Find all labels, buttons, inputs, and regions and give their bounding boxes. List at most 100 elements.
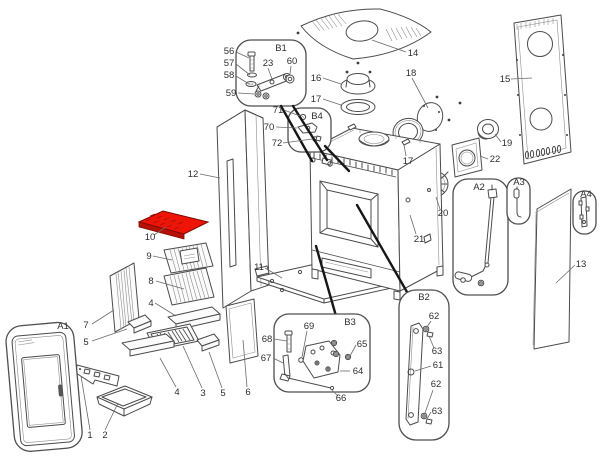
part-22-flange-plate [451,137,483,178]
leader-65 [349,344,357,357]
part-10-baffle-plate-highlighted[interactable] [137,210,210,240]
screw-dot [345,70,349,74]
leader-58 [235,75,250,85]
leader-63 [428,335,435,349]
part-17-ring-upper [340,99,376,115]
bolt-68-head [284,330,293,336]
leader-68 [273,338,288,342]
part-label-3: 3 [200,388,205,399]
part-label-13: 13 [576,259,587,270]
part-label-23: 23 [263,58,274,69]
screw-62-top [422,325,430,333]
leader-5 [91,328,128,342]
leader-57 [235,63,251,76]
leader-9 [152,255,173,261]
leader-59 [237,92,255,95]
part-label-71: 71 [273,105,284,116]
leader-6 [242,339,248,388]
leader-2 [104,402,119,431]
part-label-63: 63 [432,346,443,357]
leader-72 [282,138,313,144]
group-label-B2: B2 [418,292,430,303]
part-label-9: 9 [146,251,151,262]
rod-66 [284,373,332,389]
leader-22 [479,155,489,160]
capsule-a4-bracket [572,190,597,235]
screw-62-bottom [420,412,428,420]
leader-5 [208,351,223,389]
nut-63-bottom [425,418,433,425]
capsule-b1-latch-detail [235,39,307,107]
leader-66 [329,387,339,397]
group-label-A4: A4 [580,189,592,200]
part-2-ash-pan [96,385,153,417]
leader-lines [80,39,576,431]
screw-69 [298,357,304,363]
nut-60 [285,74,295,84]
part-label-21: 21 [414,234,425,245]
screw-dot [296,31,300,35]
part-15-rear-panel [513,14,572,165]
leader-21 [409,214,417,235]
part-label-5: 5 [83,337,88,348]
leader-15 [510,77,533,80]
part-label-5: 5 [220,388,225,399]
group-label-A1: A1 [57,321,69,332]
leader-8 [155,280,185,290]
part-label-67: 67 [261,353,272,364]
leader-16 [322,77,342,85]
leader-10 [153,226,167,236]
screw-dot [435,95,439,99]
leader-19 [494,133,502,143]
screw-dot [356,61,360,65]
part-6-rear-brick-panel [225,298,259,364]
part-9-brick-panel-upper [163,242,214,274]
part-4-brick-lower [121,333,175,357]
part-label-63: 63 [432,406,443,417]
leader-14 [371,39,407,53]
nut-65 [330,339,338,347]
washer-58 [245,81,257,87]
part-label-6: 6 [245,387,250,398]
part-8-brick-panel-lower [163,267,215,306]
part-label-4: 4 [174,387,179,398]
part-label-57: 57 [224,58,235,69]
part-label-22: 22 [490,154,501,165]
screw-dots [296,31,462,122]
group-label-B4: B4 [311,111,323,122]
part-label-8: 8 [148,276,153,287]
part-label-62: 62 [429,311,440,322]
leader-12 [199,173,221,179]
part-label-64: 64 [353,366,364,377]
leader-7 [91,309,115,325]
leader-69 [301,330,308,358]
leader-11 [264,267,283,279]
capsule-a1-door [5,321,83,452]
leader-61 [414,365,432,372]
leader-62 [426,320,432,328]
part-14-top-plate [300,8,432,60]
leader-13 [555,264,576,284]
group-label-A3: A3 [513,177,525,188]
leader-63 [426,411,432,420]
part-16-flue-collar [340,73,376,95]
screw-dot [368,70,372,74]
leader-4 [154,302,177,317]
part-label-12: 12 [188,169,199,180]
part-label-59: 59 [226,88,237,99]
part-label-11: 11 [254,262,264,273]
part-label-15: 15 [500,74,511,85]
leader-71 [283,109,301,117]
part-label-69: 69 [304,321,315,332]
leader-70 [275,126,298,129]
part-label-17: 17 [311,94,322,105]
leader-17 [403,144,407,157]
part-label-18: 18 [406,68,417,79]
part-label-60: 60 [287,56,298,67]
part-19-flange-ring [477,119,499,140]
leader-23 [267,67,273,80]
screw-dot [447,118,451,122]
